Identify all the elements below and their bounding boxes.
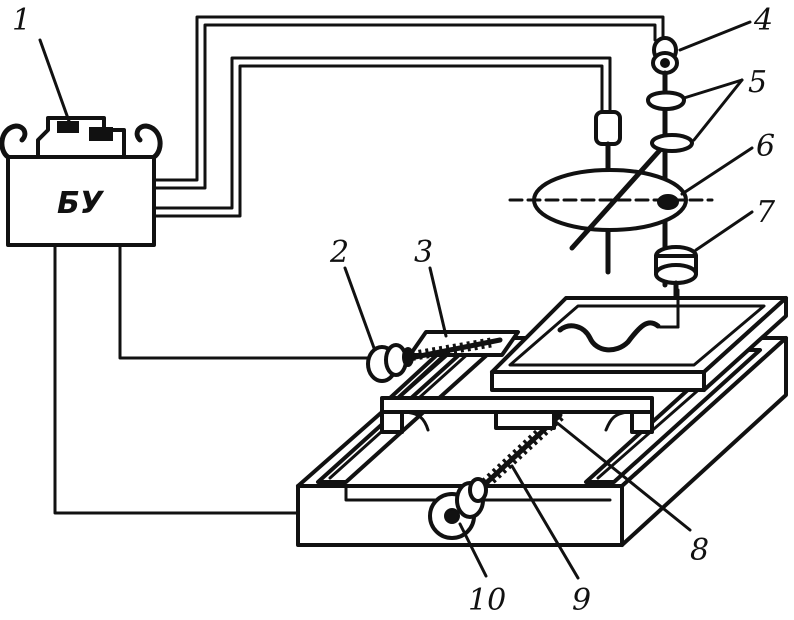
leader-9 xyxy=(510,464,580,580)
leader-5b xyxy=(692,78,744,142)
callout-leaders xyxy=(38,20,754,580)
control-unit-knob xyxy=(57,121,79,133)
cross-slide-right-leg xyxy=(630,410,654,434)
callout-4: 4 xyxy=(753,3,773,38)
callout-labels: 1 2 3 4 5 6 7 8 9 10 xyxy=(12,3,776,618)
bed-right-face xyxy=(620,336,788,547)
control-unit-switch xyxy=(89,127,113,141)
cross-slide-top-bar xyxy=(380,396,654,414)
callout-3: 3 xyxy=(414,235,433,270)
nut-block-8 xyxy=(494,410,556,430)
workpiece-contour xyxy=(557,320,661,353)
leader-8 xyxy=(554,420,692,532)
wire-to-camera-inner xyxy=(150,64,604,218)
motor-2-shaft xyxy=(402,347,414,367)
callout-5: 5 xyxy=(748,65,767,100)
callout-6: 6 xyxy=(756,129,775,164)
optical-head xyxy=(508,36,714,299)
wiring xyxy=(53,15,665,515)
callout-7: 7 xyxy=(756,195,776,230)
cross-slide-right-curve xyxy=(604,410,634,432)
camera-body xyxy=(594,110,622,146)
leader-10 xyxy=(458,522,488,578)
wire-to-camera xyxy=(150,56,612,210)
sensor-4-eye xyxy=(660,58,670,68)
control-unit-left-hook xyxy=(0,123,28,160)
leader-7 xyxy=(694,210,754,252)
lead-screw-3 xyxy=(397,330,520,363)
work-table-front xyxy=(490,370,706,392)
bed-inner-ledge xyxy=(344,484,612,502)
leader-4 xyxy=(678,20,752,52)
control-unit-label: БУ xyxy=(57,186,105,221)
callout-8: 8 xyxy=(690,533,709,568)
motor-2 xyxy=(366,343,414,383)
callout-10: 10 xyxy=(468,583,506,618)
disk-6-hub xyxy=(657,194,679,210)
callout-2: 2 xyxy=(329,235,349,270)
control-unit: БУ xyxy=(0,116,163,247)
leader-5a xyxy=(682,78,744,100)
wire-to-motor-2 xyxy=(118,243,370,360)
leader-1 xyxy=(38,38,72,126)
work-table-side xyxy=(702,296,788,392)
work-table xyxy=(490,288,788,392)
work-table-inner-frame xyxy=(508,304,766,367)
motor-10-shaft xyxy=(444,508,460,524)
lens-5-lower xyxy=(650,133,694,153)
control-unit-right-hook xyxy=(134,123,163,160)
leader-3 xyxy=(428,266,448,338)
wire-to-sensor-4 xyxy=(150,15,665,182)
leader-6 xyxy=(680,146,754,196)
projector-7-bottom xyxy=(654,263,698,285)
cross-slide-left-leg xyxy=(380,410,404,434)
lead-screw-3-housing xyxy=(408,330,520,357)
wire-to-sensor-4-inner xyxy=(150,23,657,190)
lens-5-upper xyxy=(646,90,686,111)
callout-1: 1 xyxy=(12,3,31,38)
disk-6-diagonal xyxy=(569,147,663,251)
cross-slide-left-curve xyxy=(400,410,430,432)
cross-slide xyxy=(380,350,654,434)
motor-10-coupling xyxy=(468,477,488,503)
callout-9: 9 xyxy=(572,583,591,618)
leader-2 xyxy=(343,266,376,350)
